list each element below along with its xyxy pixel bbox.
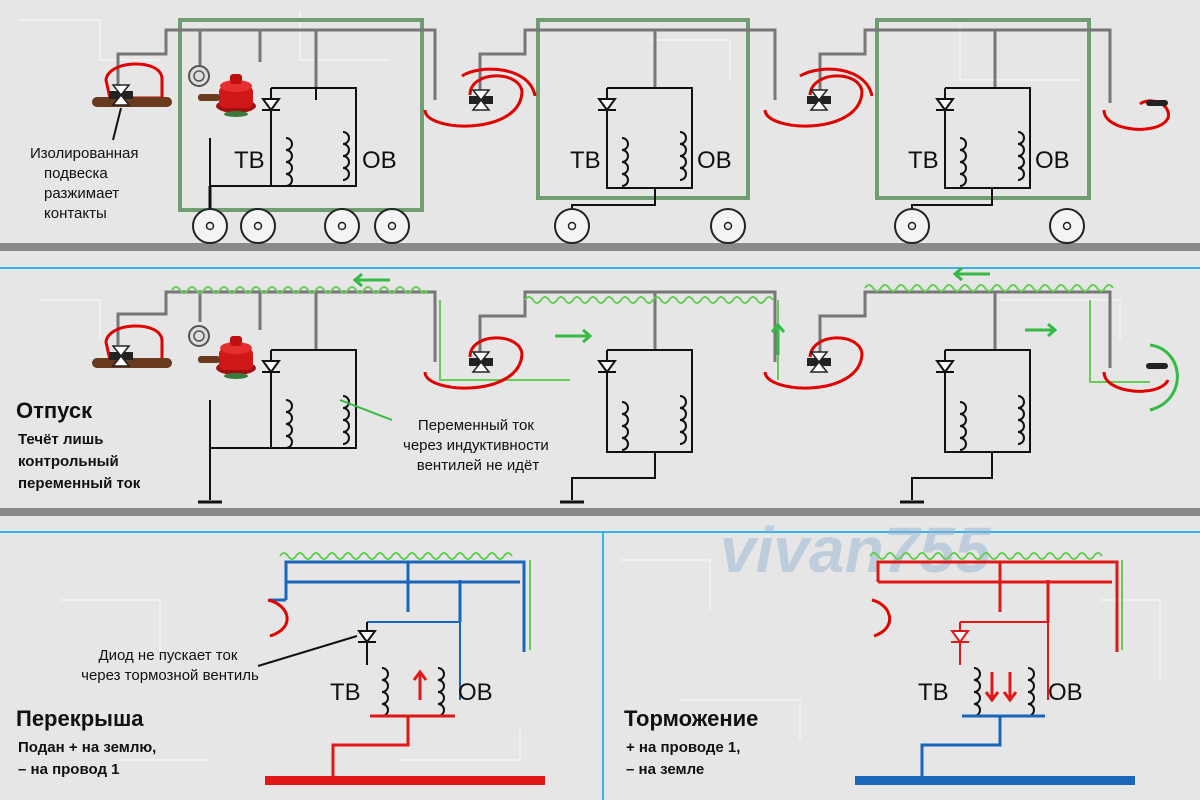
panel-4-braking: ТВ ОВ Торможение + на проводе 1, – на зе…	[624, 552, 1135, 785]
rail-2	[0, 508, 1200, 516]
coil-label-ov-p4: ОВ	[1048, 679, 1083, 706]
watermark: vivan755	[720, 514, 992, 586]
panel-4-title: Торможение	[624, 706, 758, 731]
rail-1	[0, 243, 1200, 251]
coil-label-tv-p3: ТВ	[330, 679, 361, 706]
background-pattern	[20, 10, 1161, 761]
panel-3-note: Диод не пускает ток через тормозной вент…	[81, 647, 259, 684]
car-frame-1	[178, 18, 424, 212]
panel-2-release: Отпуск Течёт лишь контрольный переменный…	[16, 266, 1179, 504]
minus-bus	[855, 776, 1135, 785]
coil-label-tv-3: ТВ	[908, 147, 939, 174]
coil-label-tv-1: ТВ	[234, 147, 265, 174]
panel-2-subtitle: Течёт лишь контрольный переменный ток	[18, 431, 141, 492]
isolated-hanger-icon	[92, 97, 172, 107]
car-frame-3	[875, 18, 1091, 200]
coil-label-ov-3: ОВ	[1035, 147, 1070, 174]
panel-2-note: Переменный ток через индуктивности венти…	[403, 417, 553, 474]
current-arrow-icon	[352, 266, 1058, 355]
coil-label-ov-2: ОВ	[697, 147, 732, 174]
coil-label-tv-p4: ТВ	[918, 679, 949, 706]
plus-bus	[265, 776, 545, 785]
panel-3-lap: Диод не пускает ток через тормозной вент…	[16, 552, 545, 785]
panel-2-title: Отпуск	[16, 398, 93, 423]
diode-icon	[950, 630, 970, 644]
hanger-caption: Изолированная подвеска разжимает контакт…	[30, 145, 143, 222]
coil-label-ov-p3: ОВ	[458, 679, 493, 706]
current-arrow-icon	[1149, 343, 1179, 412]
panel-3-subtitle: Подан + на землю, – на провод 1	[18, 739, 161, 778]
coil-label-tv-2: ТВ	[570, 147, 601, 174]
car-frame-2	[536, 18, 750, 200]
panel-1-train: Изолированная подвеска разжимает контакт…	[30, 18, 1170, 244]
coil-label-ov-1: ОВ	[362, 147, 397, 174]
panel-4-subtitle: + на проводе 1, – на земле	[626, 739, 745, 778]
panel-3-title: Перекрыша	[16, 706, 144, 731]
